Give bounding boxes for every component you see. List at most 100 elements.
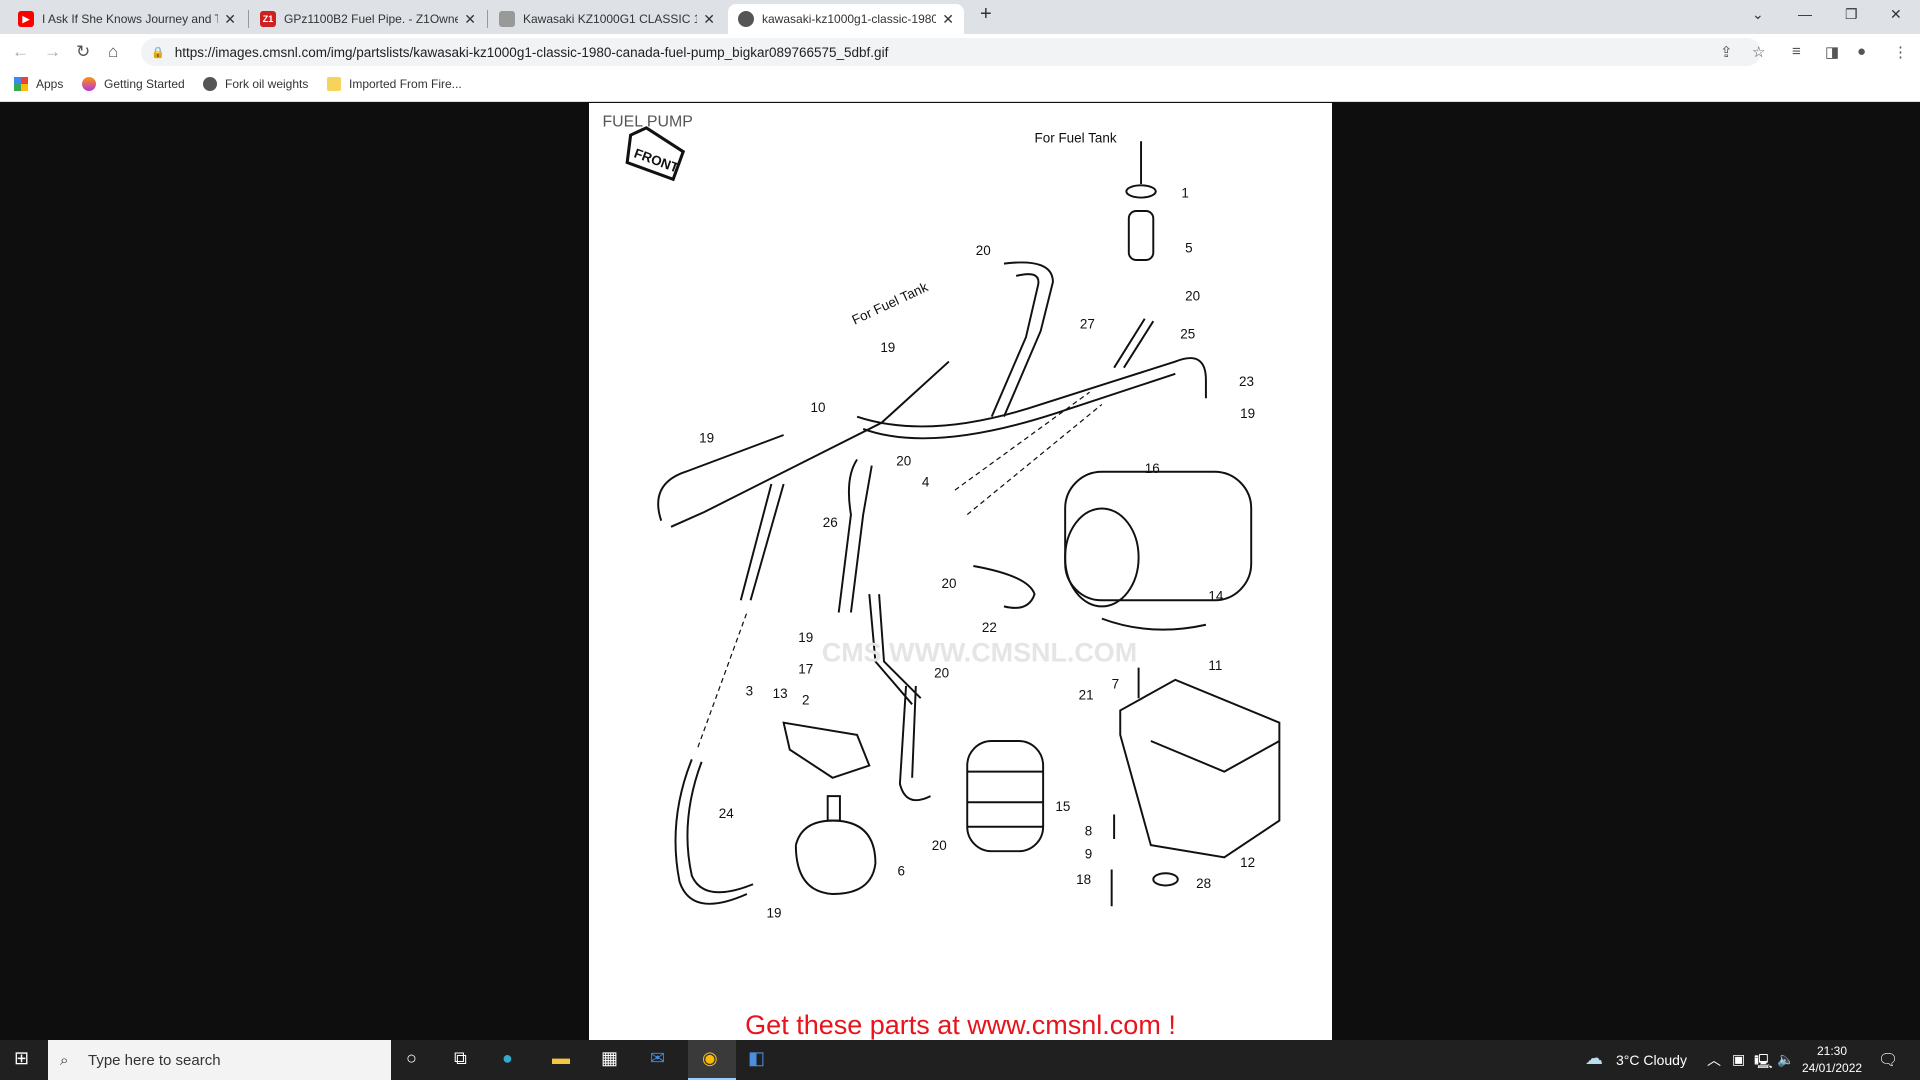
part-number-label: 19 <box>880 340 895 355</box>
bookmark-imported[interactable]: Imported From Fire... <box>327 77 462 91</box>
lock-icon: 🔒 <box>151 46 165 59</box>
close-window-button[interactable]: ✕ <box>1890 6 1902 22</box>
part-number-label: 18 <box>1076 872 1091 887</box>
notifications-icon[interactable]: 🗨 <box>1878 1052 1899 1069</box>
reading-list-icon[interactable]: ≡ <box>1792 43 1801 60</box>
bookmark-label: Imported From Fire... <box>349 77 462 91</box>
close-icon[interactable]: ✕ <box>464 10 476 27</box>
chrome-taskbar-button[interactable]: ◉ <box>688 1040 736 1080</box>
browser-toolbar: ← → ↻ ⌂ 🔒https://images.cmsnl.com/img/pa… <box>0 34 1920 69</box>
tab-title: kawasaki-kz1000g1-classic-1980- <box>762 12 937 26</box>
store-icon[interactable]: ▦ <box>601 1048 619 1068</box>
globe-icon <box>738 11 754 27</box>
tab-youtube[interactable]: ▶ I Ask If She Knows Journey and T ✕ <box>8 4 246 34</box>
chrome-icon: ◉ <box>702 1048 718 1068</box>
youtube-icon: ▶ <box>18 11 34 27</box>
home-button[interactable]: ⌂ <box>108 42 119 61</box>
watermark: CMS WWW.CMSNL.COM <box>822 637 1137 667</box>
close-icon[interactable]: ✕ <box>703 10 715 27</box>
part-number-label: 1 <box>1181 186 1188 201</box>
tab-z1owners[interactable]: Z1 GPz1100B2 Fuel Pipe. - Z1Owner ✕ <box>250 4 486 34</box>
meet-icon[interactable]: ▣ <box>1732 1051 1746 1067</box>
bookmark-label: Getting Started <box>104 77 185 91</box>
tab-cmsnl[interactable]: Kawasaki KZ1000G1 CLASSIC 198✕ <box>489 4 725 34</box>
outlook-icon[interactable]: ◧ <box>748 1048 766 1068</box>
part-number-label: 20 <box>1185 288 1200 303</box>
close-icon[interactable]: ✕ <box>224 10 236 27</box>
close-icon[interactable]: ✕ <box>942 10 954 27</box>
globe-icon <box>203 77 217 91</box>
share-icon[interactable]: ⇪ <box>1720 44 1733 61</box>
part-number-label: 7 <box>1112 676 1119 691</box>
part-number-label: 19 <box>766 905 781 920</box>
reload-button[interactable]: ↻ <box>76 42 91 61</box>
clock-date[interactable]: 24/01/2022 <box>1802 1061 1863 1075</box>
tab-title: GPz1100B2 Fuel Pipe. - Z1Owner <box>284 12 459 26</box>
mail-icon[interactable]: ✉ <box>650 1048 666 1068</box>
search-icon: ⌕ <box>60 1051 69 1069</box>
clock-time[interactable]: 21:30 <box>1816 1044 1848 1058</box>
cortana-icon[interactable]: ○ <box>406 1048 417 1068</box>
file-explorer-icon[interactable]: ▬ <box>552 1048 570 1068</box>
diagram-title: FUEL PUMP <box>602 114 692 131</box>
part-number-label: 15 <box>1055 799 1070 814</box>
part-number-label: 20 <box>976 243 991 258</box>
part-number-label: 14 <box>1208 588 1223 603</box>
restore-button[interactable]: ❐ <box>1845 6 1858 22</box>
volume-icon[interactable]: 🔈 <box>1777 1051 1795 1067</box>
part-number-label: 16 <box>1145 461 1160 476</box>
tab-bar: ▶ I Ask If She Knows Journey and T ✕ Z1 G… <box>0 0 1920 34</box>
part-number-label: 9 <box>1085 847 1092 862</box>
bookmark-apps[interactable]: Apps <box>14 77 63 91</box>
part-number-label: 26 <box>823 515 838 530</box>
bookmark-star-icon[interactable]: ☆ <box>1752 44 1766 61</box>
part-number-label: 19 <box>1240 406 1255 421</box>
search-placeholder: Type here to search <box>88 1051 221 1069</box>
part-number-label: 20 <box>942 576 957 591</box>
bookmark-getting-started[interactable]: Getting Started <box>82 77 185 91</box>
part-number-label: 28 <box>1196 876 1211 891</box>
part-number-label: 13 <box>773 686 788 701</box>
part-number-label: 19 <box>798 630 813 645</box>
menu-icon[interactable]: ⋮ <box>1893 44 1908 61</box>
z1-icon: Z1 <box>260 11 276 27</box>
task-view-icon[interactable]: ⧉ <box>454 1048 467 1068</box>
bookmarks-bar: Apps Getting Started Fork oil weights Im… <box>0 69 1920 102</box>
address-bar[interactable]: 🔒https://images.cmsnl.com/img/partslists… <box>141 38 1761 66</box>
folder-icon <box>327 77 341 91</box>
part-number-label: 10 <box>811 400 826 415</box>
tab-search-chevron-icon[interactable]: ⌄ <box>1752 6 1764 22</box>
new-tab-button[interactable]: + <box>980 3 992 25</box>
part-number-label: 20 <box>932 838 947 853</box>
taskbar: ⊞ ⌕Type here to search ○ ⧉ ● ▬ ▦ ✉ ◉ ◧ ☁… <box>0 1040 1920 1080</box>
taskbar-search[interactable]: ⌕ Type here to search <box>48 1040 391 1080</box>
cta-text[interactable]: Get these parts at www.cmsnl.com ! <box>745 1010 1176 1040</box>
part-number-label: 2 <box>802 692 809 707</box>
tab-title: I Ask If She Knows Journey and T <box>42 12 219 26</box>
apps-grid-icon <box>14 77 28 91</box>
front-arrow-icon: FRONT <box>625 126 686 182</box>
profile-avatar[interactable]: ● <box>1857 43 1867 60</box>
part-number-label: 6 <box>897 864 904 879</box>
forward-button[interactable]: → <box>44 42 61 61</box>
edge-icon[interactable]: ● <box>502 1048 513 1068</box>
tab-active-image[interactable]: kawasaki-kz1000g1-classic-1980- ✕ <box>728 4 964 34</box>
parts-diagram-image: CMS WWW.CMSNL.COM FUEL PUMP FRONT For Fu… <box>589 103 1332 1040</box>
side-panel-icon[interactable]: ◨ <box>1825 44 1840 61</box>
chevron-up-icon[interactable]: ︿ <box>1707 1052 1721 1068</box>
bookmark-label: Apps <box>36 77 64 91</box>
windows-start-icon[interactable]: ⊞ <box>14 1048 30 1068</box>
part-number-label: 20 <box>934 665 949 680</box>
part-number-label: 24 <box>719 806 734 821</box>
network-icon[interactable]: 🖳 <box>1754 1053 1773 1069</box>
back-button[interactable]: ← <box>12 42 29 61</box>
bookmark-fork-oil[interactable]: Fork oil weights <box>203 77 308 91</box>
fuel-tank-label: For Fuel Tank <box>850 279 931 327</box>
part-number-label: 20 <box>896 454 911 469</box>
fuel-pump-diagram: CMS WWW.CMSNL.COM FUEL PUMP FRONT For Fu… <box>602 114 1281 920</box>
minimize-button[interactable]: — <box>1798 6 1812 22</box>
part-number-label: 27 <box>1080 317 1095 332</box>
weather-text[interactable]: 3°C Cloudy <box>1616 1052 1687 1068</box>
part-number-label: 8 <box>1085 823 1092 838</box>
part-number-label: 5 <box>1185 241 1192 256</box>
